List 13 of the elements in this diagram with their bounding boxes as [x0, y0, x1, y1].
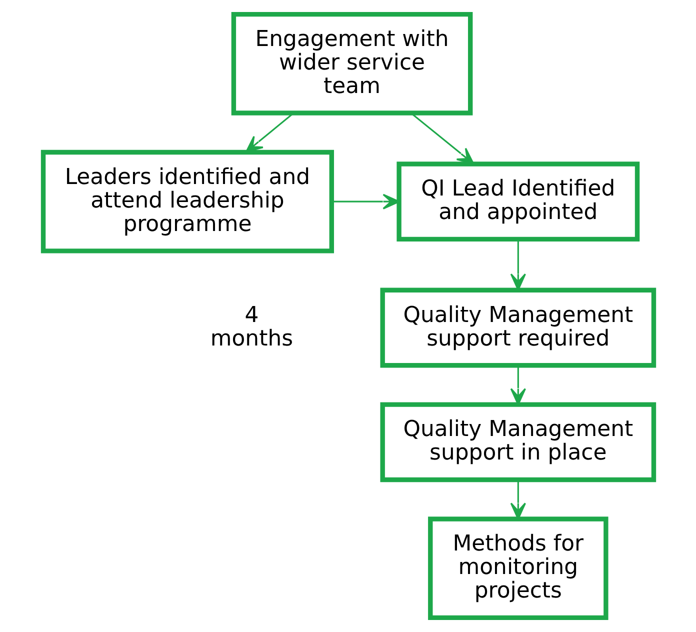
- arrow: [332, 194, 400, 210]
- node-box: Quality Management support in place: [380, 402, 656, 482]
- arrow: [245, 112, 294, 153]
- node-box: Leaders identified and attend leadership programme: [40, 150, 334, 254]
- arrow: [410, 112, 474, 164]
- node-box: Methods for monitoring projects: [428, 516, 608, 620]
- node-box: Engagement with wider service team: [230, 12, 472, 116]
- node-box: QI Lead Identified and appointed: [396, 162, 640, 242]
- node-box: Quality Management support required: [380, 288, 656, 368]
- label: 4 months: [210, 302, 293, 352]
- arrow: [510, 239, 526, 291]
- arrow: [510, 366, 526, 406]
- arrow: [510, 480, 526, 520]
